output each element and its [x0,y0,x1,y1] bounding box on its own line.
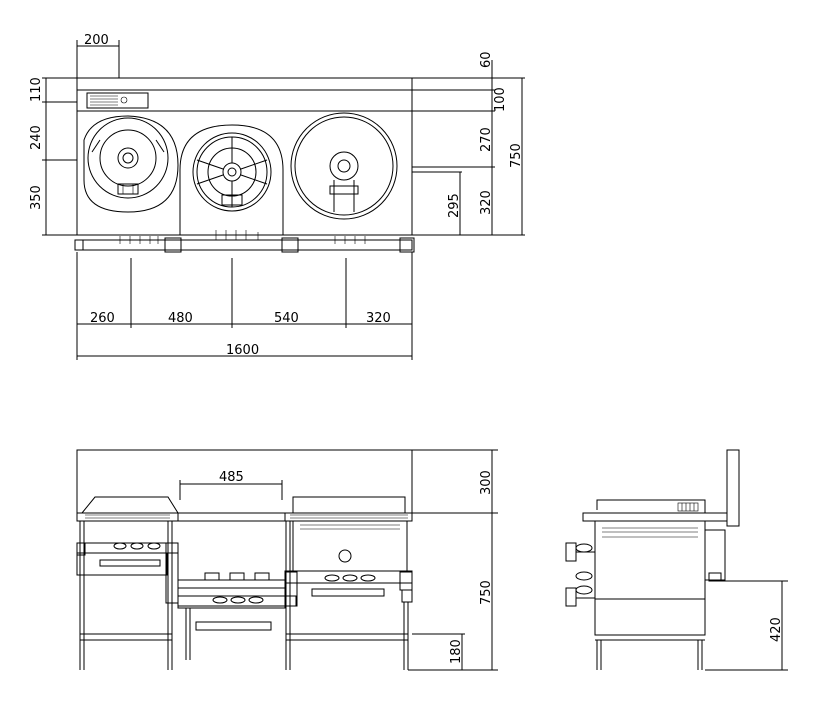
dim-485: 485 [219,470,244,485]
side-backsplash [726,449,740,527]
front-section-left [76,496,179,670]
side-top-frame [582,512,728,522]
plan-burner-right [290,112,398,220]
dim-480: 480 [168,311,193,326]
plan-dim-top: 200 [76,33,120,78]
plan-body-outline [76,77,413,236]
front-section-middle [177,512,286,660]
front-backsplash [76,449,413,514]
dim-295: 295 [447,193,462,218]
dim-110: 110 [29,77,44,102]
dim-350: 350 [29,185,44,210]
dim-200: 200 [84,33,109,48]
plan-burner-left [83,115,179,213]
plan-view: 200 110 240 350 60 100 270 3 [29,33,525,360]
side-body [594,520,706,600]
dim-260: 260 [90,311,115,326]
dim-420: 420 [769,617,784,642]
front-dims: 485 300 750 180 [179,449,498,671]
dim-100: 100 [493,87,508,112]
dim-180: 180 [449,639,464,664]
front-section-right [284,496,413,670]
dim-320-bottom: 320 [366,311,391,326]
dim-60: 60 [479,51,494,68]
plan-burner-middle [179,124,284,235]
plan-dim-right: 60 100 270 320 750 295 [412,51,525,236]
front-view: 485 300 750 180 [76,449,498,671]
plan-control-plate [86,92,149,109]
dim-270: 270 [479,127,494,152]
side-knobs [565,542,595,607]
plan-dim-left: 110 240 350 [29,77,77,236]
plan-dim-bottom: 260 480 540 320 1600 [76,252,413,360]
dim-540: 540 [274,311,299,326]
plan-base-rail [74,230,415,253]
dim-300: 300 [479,470,494,495]
dim-240: 240 [29,125,44,150]
side-dims: 420 [705,580,788,671]
front-gas-pipe [165,542,298,607]
dim-750-front: 750 [479,580,494,605]
dim-320-right: 320 [479,190,494,215]
dim-1600: 1600 [226,343,259,358]
side-view: 420 [565,449,788,671]
dim-750-plan: 750 [509,143,524,168]
